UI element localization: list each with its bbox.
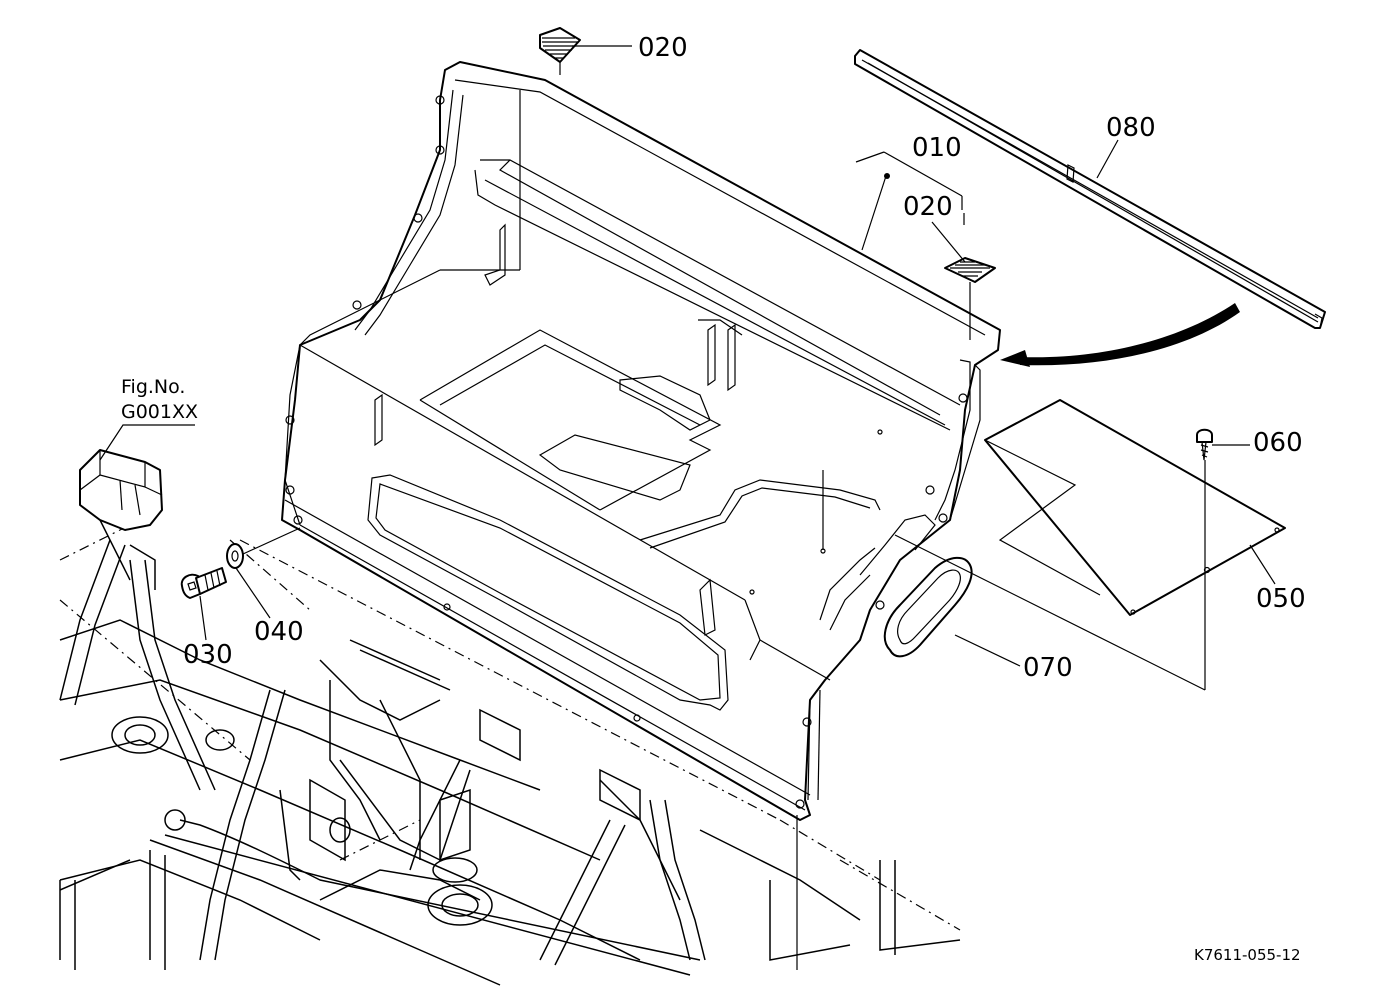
label-decal-020-top xyxy=(539,27,581,75)
drawing-code: K7611-055-12 xyxy=(1194,946,1301,964)
part-label-020-mid: 020 xyxy=(903,192,953,222)
part-label-030: 030 xyxy=(183,640,233,670)
part-label-060: 060 xyxy=(1253,428,1303,458)
label-decal-020-mid xyxy=(944,257,996,340)
flange-bolt-030 xyxy=(180,567,227,599)
fig-ref-number: G001XX xyxy=(121,401,198,423)
part-label-010: 010 xyxy=(912,133,962,163)
fig-ref-bracket xyxy=(79,424,195,590)
part-label-050: 050 xyxy=(1256,584,1306,614)
install-direction-arrow xyxy=(1000,303,1240,367)
part-label-080: 080 xyxy=(1106,113,1156,143)
floor-plate-050 xyxy=(984,399,1286,616)
fig-ref-title: Fig.No. xyxy=(121,376,185,398)
edge-trim-080 xyxy=(854,49,1326,329)
washer-040 xyxy=(226,543,244,569)
leader-lines xyxy=(199,45,1276,970)
screw-060 xyxy=(1196,428,1213,690)
handle-grommet-070 xyxy=(883,556,973,658)
cargo-bed-panel xyxy=(281,61,1001,821)
part-label-020-top: 020 xyxy=(638,33,688,63)
part-label-040: 040 xyxy=(254,617,304,647)
part-label-070: 070 xyxy=(1023,653,1073,683)
chassis-frame xyxy=(59,519,961,986)
